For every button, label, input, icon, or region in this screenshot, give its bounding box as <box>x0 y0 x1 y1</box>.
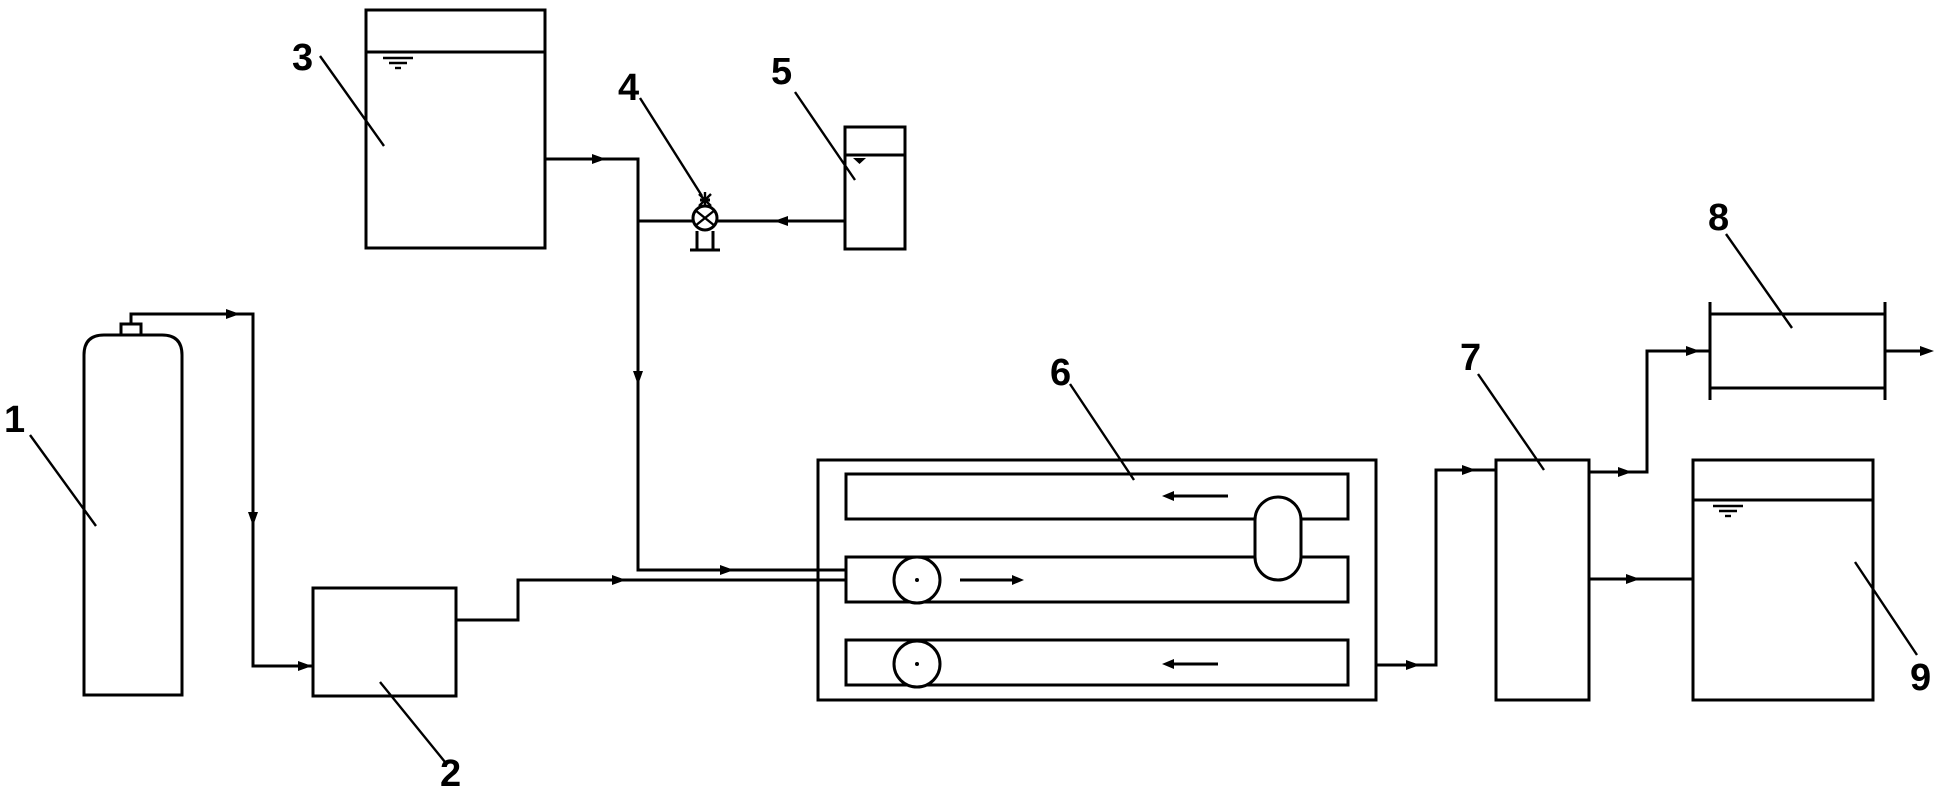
component-2-box <box>311 586 458 698</box>
tank-5 <box>843 125 907 251</box>
label-8: 8 <box>1708 197 1729 239</box>
piping <box>129 154 1934 671</box>
tank-9 <box>1691 458 1875 702</box>
leader-lines <box>29 55 1918 763</box>
pump-4 <box>690 192 720 252</box>
flow-arrow-bottom <box>1162 659 1218 669</box>
water-level-symbol <box>1713 504 1743 518</box>
tank-3 <box>364 8 547 250</box>
label-5: 5 <box>771 51 792 93</box>
flow-arrow-middle <box>960 575 1024 585</box>
rotor-2 <box>892 639 942 689</box>
label-6: 6 <box>1050 352 1071 394</box>
water-level-symbol <box>383 56 413 70</box>
column-7 <box>1494 458 1591 702</box>
filter-8 <box>1708 302 1887 400</box>
connector-capsule <box>1253 495 1303 582</box>
label-1: 1 <box>4 399 25 441</box>
gas-cylinder <box>82 322 184 697</box>
label-9: 9 <box>1910 657 1931 699</box>
label-4: 4 <box>618 67 639 109</box>
label-7: 7 <box>1460 337 1481 379</box>
reactor-6 <box>816 458 1378 702</box>
label-3: 3 <box>292 37 313 79</box>
rotor-1 <box>892 555 942 605</box>
flow-arrow-top <box>1162 491 1228 501</box>
label-2: 2 <box>440 753 461 791</box>
